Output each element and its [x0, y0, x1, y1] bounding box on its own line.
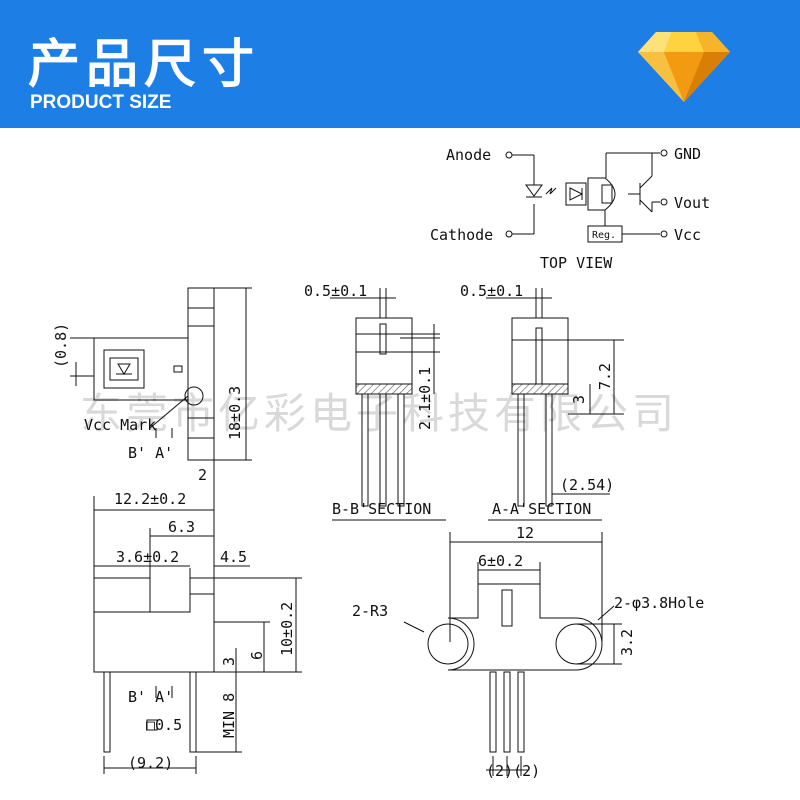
section-aa — [486, 288, 624, 521]
mount-dim-12: 12 — [516, 524, 534, 542]
page-title: 产品尺寸 — [28, 35, 261, 95]
front-dim-min8: MIN 8 — [220, 693, 238, 738]
front-view — [93, 458, 302, 774]
front-dim-36: 3.6±0.2 — [116, 548, 179, 566]
mount-dim-32: 3.2 — [618, 629, 636, 656]
side-view — [70, 287, 252, 461]
front-dim-122: 12.2±0.2 — [114, 490, 186, 508]
circuit-symbol — [505, 149, 668, 243]
aa-dim-05: 0.5±0.1 — [460, 282, 523, 300]
front-dim-45: 4.5 — [220, 548, 247, 566]
diamond-icon — [638, 32, 730, 102]
side-dim-08: (0.8) — [52, 323, 70, 368]
bb-section-label: B-B'SECTION — [332, 500, 431, 518]
header-banner: 产品尺寸 PRODUCT SIZE — [0, 0, 800, 128]
front-dim-3: 3 — [220, 657, 238, 666]
section-bb — [330, 288, 446, 521]
vout-label: Vout — [674, 194, 710, 212]
front-section-marks: B' A' — [128, 688, 173, 706]
mount-pitch-label: (2)(2) — [486, 762, 540, 780]
aa-dim-254: (2.54) — [560, 476, 614, 494]
front-dim-10: 10±0.2 — [278, 602, 296, 656]
gnd-label: GND — [674, 145, 701, 163]
front-dim-63: 6.3 — [168, 518, 195, 536]
front-dim-92: (9.2) — [128, 754, 173, 772]
aa-dim-72: 7.2 — [596, 363, 614, 390]
aa-section-label: A-A'SECTION — [492, 500, 591, 518]
dimension-drawing: Anode Cathode GND Vout Vcc Reg. TOP VIEW… — [52, 145, 710, 780]
anode-label: Anode — [446, 146, 491, 164]
side-dim-18: 18±0.3 — [226, 386, 244, 440]
mount-hole-label: 2-φ3.8Hole — [614, 594, 704, 612]
top-view-label: TOP VIEW — [540, 254, 613, 272]
front-dim-2: 2 — [198, 466, 207, 484]
mount-view — [403, 532, 622, 776]
mount-dim-6: 6±0.2 — [478, 552, 523, 570]
pin-square-label: □0.5 — [146, 716, 182, 734]
page-subtitle: PRODUCT SIZE — [30, 92, 172, 113]
vcc-label: Vcc — [674, 226, 701, 244]
reg-label: Reg. — [592, 230, 616, 241]
aa-dim-3: 3 — [570, 395, 588, 404]
bb-dim-21: 2.1±0.1 — [416, 367, 434, 430]
vcc-mark-label: Vcc Mark — [84, 416, 156, 434]
mount-r3-label: 2-R3 — [352, 602, 388, 620]
front-dim-6: 6 — [248, 651, 266, 660]
side-section-marks: B' A' — [128, 444, 173, 462]
cathode-label: Cathode — [430, 226, 493, 244]
bb-dim-05: 0.5±0.1 — [304, 282, 367, 300]
